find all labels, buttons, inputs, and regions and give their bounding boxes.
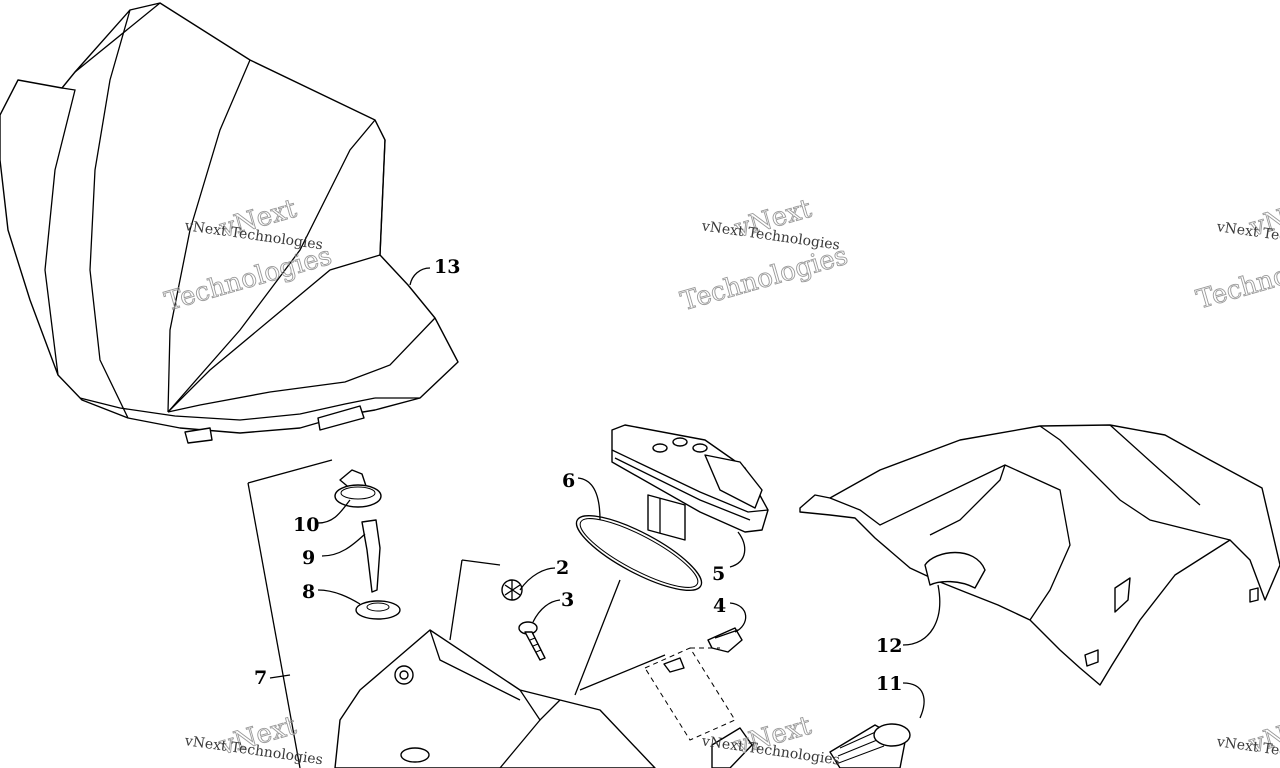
leader-8 <box>317 589 361 605</box>
mount-tab <box>663 657 685 673</box>
callout-3: 3 <box>561 589 574 611</box>
key <box>361 519 381 593</box>
leader-3 <box>532 599 561 623</box>
leader-10 <box>317 499 351 524</box>
install-outline <box>644 647 736 741</box>
callout-10: 10 <box>293 514 319 536</box>
callout-12: 12 <box>876 635 902 657</box>
leader-11 <box>902 682 925 719</box>
leader-7 <box>269 674 291 679</box>
svg-text:Technologies: Technologies <box>677 241 851 317</box>
connector <box>711 727 753 768</box>
watermark-4: vNext vNext Technologies <box>183 710 324 768</box>
leader-13 <box>409 267 431 286</box>
svg-text:Technologies: Technologies <box>1193 239 1280 315</box>
windshield-cowl <box>0 2 459 444</box>
leader-7-top <box>247 459 333 484</box>
leader-7-bracket <box>449 559 463 641</box>
screw <box>501 579 523 601</box>
grommet <box>355 600 401 620</box>
key-cap <box>334 469 382 508</box>
leader-7-bracket-top <box>461 559 501 566</box>
gasket-ring <box>575 515 703 591</box>
leader-9 <box>321 533 366 557</box>
leader-4-down <box>579 654 666 691</box>
leader-7-side <box>247 482 301 768</box>
callout-7: 7 <box>254 667 267 689</box>
leader-2 <box>519 567 556 591</box>
callout-13: 13 <box>434 256 460 278</box>
watermark-6: vNext vNext Technologies <box>1215 709 1280 768</box>
callout-5: 5 <box>712 563 725 585</box>
leader-6-down <box>574 579 621 696</box>
clip <box>707 627 743 653</box>
callout-2: 2 <box>556 557 569 579</box>
leader-6 <box>577 477 601 521</box>
watermark-3: vNext Technologies vNext Technologies <box>1193 192 1280 316</box>
watermark-2: vNext Technologies vNext Technologies <box>677 193 852 317</box>
dash-housing <box>799 424 1280 686</box>
leader-5 <box>729 531 746 568</box>
switch-bracket <box>334 629 656 768</box>
callout-11: 11 <box>876 673 902 695</box>
gauge-assembly <box>611 424 769 541</box>
gasket-ring-inner <box>579 518 699 588</box>
leader-12 <box>902 584 941 646</box>
callout-4: 4 <box>713 595 726 617</box>
callout-8: 8 <box>302 581 315 603</box>
power-outlet <box>829 723 911 768</box>
callout-6: 6 <box>562 470 575 492</box>
bolt <box>518 621 546 661</box>
leader-4 <box>729 602 747 633</box>
callout-9: 9 <box>302 547 315 569</box>
